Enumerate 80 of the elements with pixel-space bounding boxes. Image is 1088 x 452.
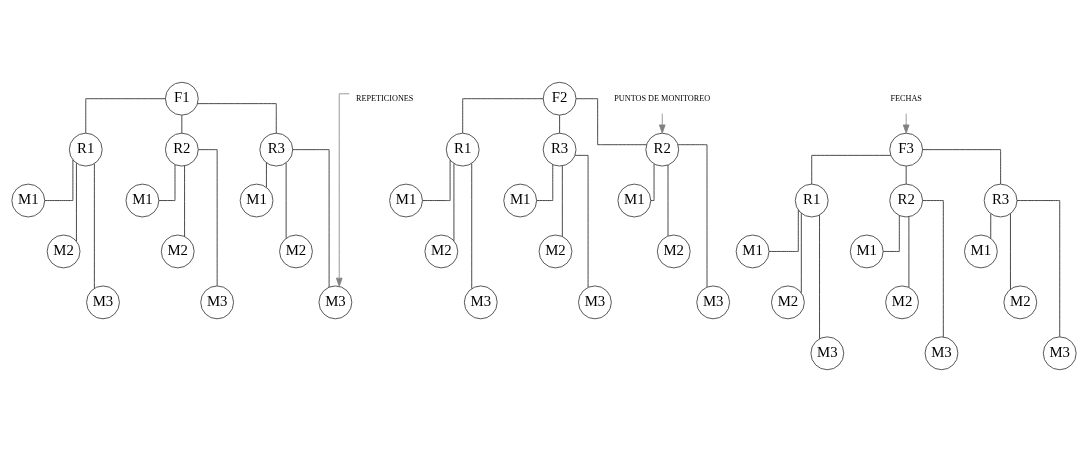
node-circle: F1 xyxy=(165,81,199,116)
connector xyxy=(922,149,1001,185)
node-circle: M2 xyxy=(885,285,919,320)
connector xyxy=(44,159,74,201)
connector xyxy=(819,214,820,340)
connector xyxy=(85,98,166,134)
node-circle: M3 xyxy=(200,285,234,320)
connector xyxy=(908,216,910,288)
node-circle: R1 xyxy=(445,132,480,167)
connector xyxy=(93,163,95,289)
node-circle: R2 xyxy=(889,183,923,218)
node-text: REPETICIONES xyxy=(355,93,414,103)
node-circle: M2 xyxy=(771,285,805,320)
node-circle: M2 xyxy=(424,234,459,269)
connector xyxy=(883,215,900,252)
node-circle: R2 xyxy=(165,132,199,167)
connector xyxy=(1010,213,1011,290)
node-circle: R1 xyxy=(68,132,103,167)
node-circle: M2 xyxy=(1003,285,1038,320)
connector xyxy=(197,103,277,134)
node-circle: M3 xyxy=(810,336,845,371)
node-circle: M3 xyxy=(696,285,730,320)
node-text: FECHAS xyxy=(890,93,922,103)
node-circle: M3 xyxy=(318,285,353,320)
connector xyxy=(198,149,218,287)
connector xyxy=(667,164,669,237)
arrow xyxy=(658,113,666,134)
node-circle: M1 xyxy=(125,183,160,218)
connector xyxy=(1016,200,1061,338)
node-circle: R3 xyxy=(983,183,1018,218)
node-circle: F3 xyxy=(889,132,923,167)
connector xyxy=(650,163,655,201)
node-circle: M1 xyxy=(239,183,274,218)
node-circle: M2 xyxy=(46,234,81,269)
node-circle: M2 xyxy=(279,234,313,269)
connector xyxy=(184,165,185,237)
connector xyxy=(677,144,708,288)
node-circle: R1 xyxy=(794,183,829,218)
node-circle: M3 xyxy=(924,336,959,371)
node-circle: M1 xyxy=(735,234,770,269)
connector xyxy=(285,162,287,239)
node-circle: F2 xyxy=(542,81,577,116)
connector xyxy=(422,159,451,201)
connector xyxy=(575,98,647,146)
connector xyxy=(559,114,560,134)
connector xyxy=(266,162,267,188)
connector xyxy=(462,98,544,134)
connector xyxy=(768,209,799,252)
connector xyxy=(76,162,77,242)
connector xyxy=(471,163,473,289)
node-circle: M1 xyxy=(617,183,652,218)
node-circle: M3 xyxy=(1042,336,1077,371)
node-circle: M2 xyxy=(656,234,691,269)
connector xyxy=(158,164,176,201)
node-circle: M1 xyxy=(389,183,423,218)
node-text: PUNTOS DE MONITOREO xyxy=(614,93,711,103)
node-circle: R3 xyxy=(542,132,577,167)
node-circle: R2 xyxy=(645,132,680,167)
connector xyxy=(292,149,330,288)
connector xyxy=(181,114,183,134)
connector xyxy=(536,164,554,201)
node-circle: M1 xyxy=(11,183,46,218)
node-circle: M1 xyxy=(964,234,998,269)
node-circle: R3 xyxy=(259,132,294,167)
node-circle: M3 xyxy=(578,285,612,320)
connector xyxy=(922,200,944,338)
node-circle: M3 xyxy=(86,285,120,320)
connector xyxy=(905,165,907,185)
connector xyxy=(990,213,992,239)
connector xyxy=(800,213,802,294)
node-circle: M3 xyxy=(463,285,498,320)
node-circle: M1 xyxy=(503,183,537,218)
node-circle: M2 xyxy=(538,234,573,269)
node-circle: M1 xyxy=(849,234,884,269)
connector xyxy=(453,163,455,242)
connector xyxy=(811,154,891,185)
arrow xyxy=(902,113,910,134)
connector xyxy=(561,165,563,237)
connector xyxy=(574,154,589,288)
node-circle: M2 xyxy=(160,234,195,269)
